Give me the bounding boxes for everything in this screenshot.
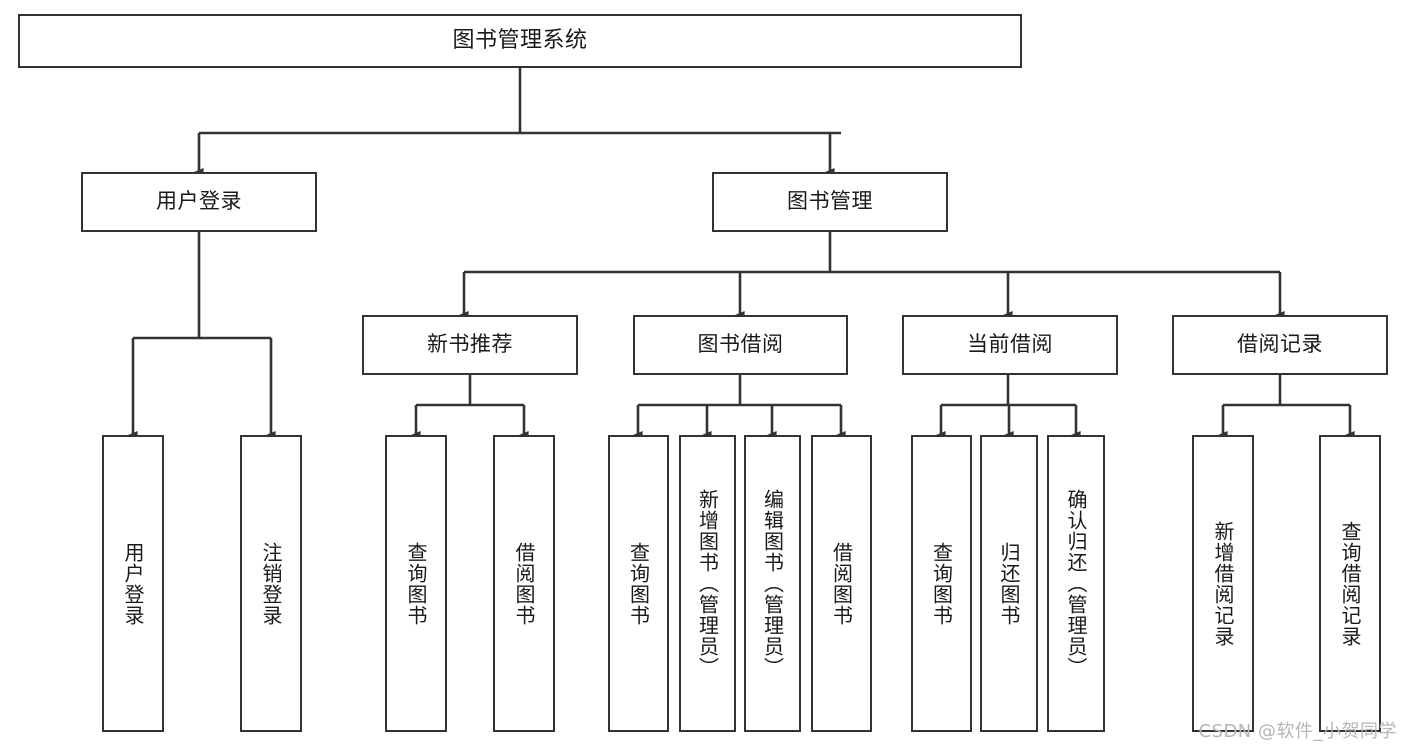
node-book-manage[interactable]: 图书管理 — [712, 172, 948, 232]
leaf-return-book[interactable]: 归还图书 — [980, 435, 1038, 732]
leaf-return-book-label: 归还图书 — [997, 541, 1021, 626]
leaf-query-book-2[interactable]: 查询图书 — [608, 435, 669, 732]
leaf-add-book[interactable]: 新增图书（管理员） — [679, 435, 736, 732]
node-new-book-recommend-label: 新书推荐 — [427, 332, 513, 357]
node-user-login[interactable]: 用户登录 — [81, 172, 317, 232]
leaf-user-logout-label: 注销登录 — [259, 541, 283, 626]
leaf-query-book-1-label: 查询图书 — [404, 541, 428, 626]
leaf-user-logout[interactable]: 注销登录 — [240, 435, 302, 732]
leaf-borrow-book-1-label: 借阅图书 — [512, 541, 536, 626]
leaf-user-login-label: 用户登录 — [121, 541, 145, 626]
watermark: CSDN @软件_小贺同学 — [1198, 721, 1397, 742]
node-root-label: 图书管理系统 — [452, 27, 588, 53]
leaf-query-book-2-label: 查询图书 — [626, 541, 651, 626]
leaf-confirm-return[interactable]: 确认归还（管理员） — [1047, 435, 1105, 732]
leaf-add-record[interactable]: 新增借阅记录 — [1192, 435, 1254, 732]
node-borrow-record[interactable]: 借阅记录 — [1172, 315, 1388, 375]
leaf-query-book-1[interactable]: 查询图书 — [385, 435, 447, 732]
leaf-borrow-book-2-label: 借阅图书 — [829, 541, 854, 626]
leaf-query-record[interactable]: 查询借阅记录 — [1319, 435, 1381, 732]
leaf-borrow-book-1[interactable]: 借阅图书 — [493, 435, 555, 732]
node-new-book-recommend[interactable]: 新书推荐 — [362, 315, 578, 375]
leaf-query-book-3[interactable]: 查询图书 — [911, 435, 972, 732]
node-root[interactable]: 图书管理系统 — [18, 14, 1022, 68]
leaf-query-record-label: 查询借阅记录 — [1338, 520, 1362, 647]
node-book-manage-label: 图书管理 — [787, 189, 873, 214]
leaf-edit-book-label: 编辑图书（管理员） — [760, 489, 785, 678]
node-current-borrow[interactable]: 当前借阅 — [902, 315, 1118, 375]
leaf-edit-book[interactable]: 编辑图书（管理员） — [744, 435, 801, 732]
leaf-borrow-book-2[interactable]: 借阅图书 — [811, 435, 872, 732]
leaf-query-book-3-label: 查询图书 — [929, 541, 954, 626]
leaf-add-record-label: 新增借阅记录 — [1211, 520, 1235, 647]
node-current-borrow-label: 当前借阅 — [967, 332, 1053, 357]
leaf-add-book-label: 新增图书（管理员） — [695, 489, 720, 678]
leaf-confirm-return-label: 确认归还（管理员） — [1064, 489, 1088, 678]
node-borrow-record-label: 借阅记录 — [1237, 332, 1323, 357]
node-book-borrow-label: 图书借阅 — [697, 332, 784, 357]
node-book-borrow[interactable]: 图书借阅 — [633, 315, 848, 375]
node-user-login-label: 用户登录 — [156, 189, 242, 214]
leaf-user-login[interactable]: 用户登录 — [102, 435, 164, 732]
